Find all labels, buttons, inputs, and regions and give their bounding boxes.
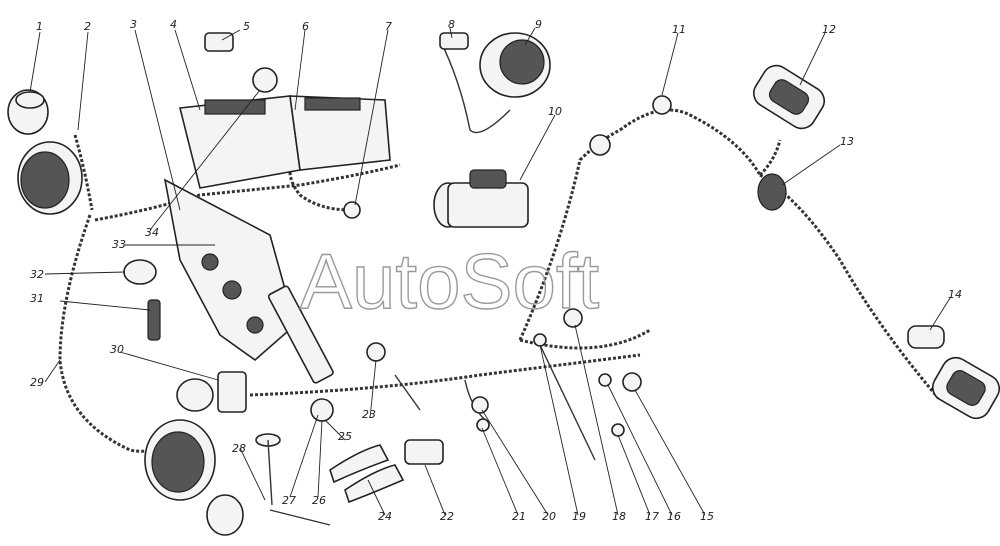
callout-20: 20 <box>542 510 556 523</box>
callout-labels: 1 2 3 4 5 6 7 8 9 10 11 12 13 14 15 16 1… <box>30 18 962 523</box>
sensor-19 <box>533 333 547 347</box>
battery-right <box>289 95 391 171</box>
right-parking-lamp <box>206 494 244 536</box>
right-headlamp <box>144 419 216 501</box>
callout-26: 26 <box>312 494 326 507</box>
horn-relay <box>404 439 444 465</box>
horns <box>329 444 405 504</box>
callout-13: 13 <box>840 135 854 148</box>
battery-ground-switch <box>204 32 234 52</box>
callout-17: 17 <box>645 510 659 523</box>
callout-21: 21 <box>512 510 526 523</box>
callout-14: 14 <box>948 288 962 301</box>
rear-lamp-small <box>907 325 945 349</box>
callout-4: 4 <box>170 18 177 31</box>
fuse-block <box>267 285 334 384</box>
callout-22: 22 <box>440 510 454 523</box>
callout-2: 2 <box>84 20 91 33</box>
inspection-socket <box>439 32 469 50</box>
sensor-17 <box>611 423 625 437</box>
callout-33: 33 <box>112 238 126 251</box>
callout-12: 12 <box>822 23 836 36</box>
callout-34: 34 <box>145 226 159 239</box>
callout-3: 3 <box>130 18 137 31</box>
callout-30: 30 <box>110 343 124 356</box>
callout-32: 32 <box>30 268 44 281</box>
callout-6: 6 <box>302 20 309 33</box>
searchlight <box>479 32 551 98</box>
callout-27: 27 <box>282 494 296 507</box>
stop-light-switch <box>310 398 334 422</box>
harness-connector <box>652 95 672 115</box>
callout-29: 29 <box>30 376 44 389</box>
callout-23: 23 <box>362 408 376 421</box>
callout-10: 10 <box>548 105 562 118</box>
callout-1: 1 <box>36 20 43 33</box>
callout-5: 5 <box>243 20 250 33</box>
callout-25: 25 <box>338 430 352 443</box>
rear-lamp-left <box>931 356 1000 420</box>
instrument-panel <box>163 178 296 362</box>
leader-lines <box>29 27 951 516</box>
callout-24: 24 <box>378 510 392 523</box>
ignition-switch <box>147 299 161 341</box>
callout-9: 9 <box>535 18 542 31</box>
foot-switch <box>255 433 281 506</box>
oil-pressure-sensor <box>343 201 361 219</box>
rear-lamp-right <box>752 64 826 130</box>
left-headlamp <box>17 141 83 215</box>
light-switch <box>123 259 157 285</box>
sensor-16 <box>598 373 612 387</box>
left-parking-lamp <box>7 89 49 135</box>
battery-terminal <box>252 67 278 93</box>
temperature-sensor <box>471 396 489 414</box>
horn-coupling <box>176 378 214 412</box>
harness-connector-2 <box>589 134 611 156</box>
dimmer-switch <box>366 342 386 362</box>
callout-19: 19 <box>572 510 586 523</box>
distributor <box>622 372 642 392</box>
rear-connector-block <box>757 173 787 211</box>
callout-31: 31 <box>30 292 44 305</box>
fuel-gauge-sensor <box>476 418 490 432</box>
ignition-coil <box>563 308 583 328</box>
callout-16: 16 <box>667 510 681 523</box>
callout-18: 18 <box>612 510 626 523</box>
callout-28: 28 <box>232 442 246 455</box>
watermark-text: AutoSoft <box>300 237 600 325</box>
voltage-regulator <box>217 371 247 413</box>
callout-8: 8 <box>448 18 455 31</box>
battery-left <box>179 95 301 189</box>
callout-15: 15 <box>700 510 714 523</box>
callout-7: 7 <box>385 20 392 33</box>
starter-motor <box>433 169 529 228</box>
callout-11: 11 <box>672 23 686 36</box>
